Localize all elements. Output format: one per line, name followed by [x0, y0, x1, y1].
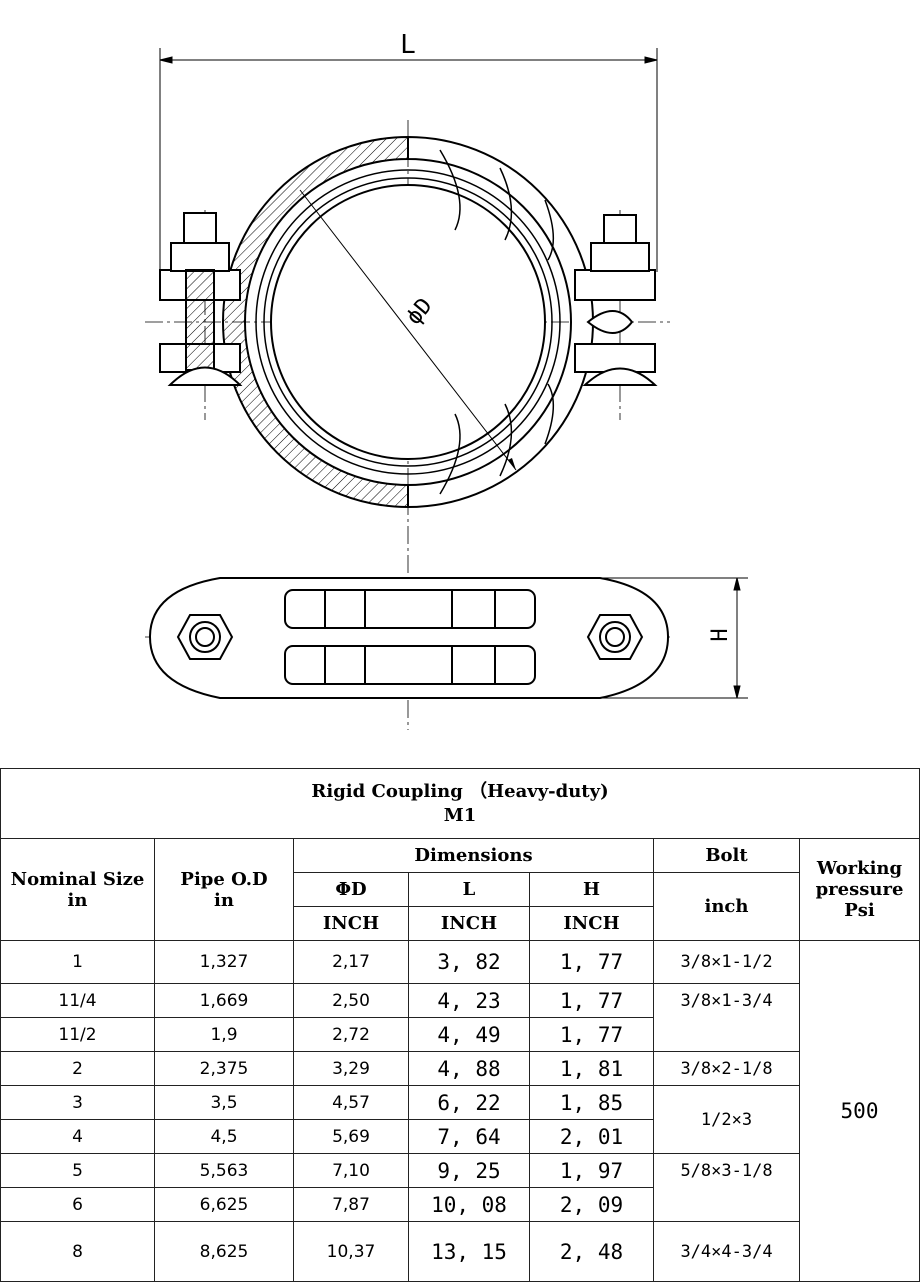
- bolt-cell: 3/8×1-1/2: [653, 940, 800, 984]
- housing-half-right: [407, 135, 594, 509]
- table-row: 1 1,327 2,17 3, 82 1, 77 3/8×1-1/2 500: [0, 940, 920, 1282]
- length-label: L: [400, 30, 416, 60]
- bolt-assembly-right: [574, 214, 658, 386]
- bolt-cell: 3/8×1-3/4: [653, 983, 800, 1018]
- table-row: 3 3,5 4,57 6, 22 1, 85 1/2×3: [0, 1085, 920, 1154]
- table-row: 11/2 1,9 2,72 4, 49 1, 77: [0, 1017, 920, 1052]
- table-row: 5 5,563 7,10 9, 25 1, 97 5/8×3-1/8: [0, 1153, 920, 1188]
- header-bolt: Bolt: [653, 838, 800, 873]
- header-working-pressure: Working pressure Psi: [798, 838, 920, 941]
- table-row: 4 4,5 5,69 7, 64 2, 01: [0, 1119, 920, 1154]
- table-title-line1: Rigid Coupling （Heavy-duty): [311, 780, 609, 802]
- table-title-line2: M1: [443, 804, 477, 826]
- table-row: 8 8,625 10,37 13, 15 2, 48 3/4×4-3/4: [0, 1221, 920, 1282]
- bolt-cell: 3/4×4-3/4: [653, 1221, 800, 1282]
- pipe-outline: [270, 184, 546, 460]
- table-row: 6 6,625 7,87 10, 08 2, 09: [0, 1187, 920, 1222]
- working-pressure-value: 500: [798, 940, 920, 1282]
- coupling-side-view: [148, 577, 670, 699]
- coupling-drawing: L ϕD: [145, 30, 748, 730]
- bolt-cell: 5/8×3-1/8: [653, 1153, 800, 1188]
- table-row: 11/4 1,669 2,50 4, 23 1, 77 3/8×1-3/4: [0, 983, 920, 1018]
- header-unit-l: INCH: [408, 906, 530, 941]
- header-h: H: [529, 872, 654, 907]
- coupling-front-view: [222, 135, 594, 509]
- header-bolt-unit: inch: [653, 872, 800, 941]
- bolt-assembly-left: [159, 212, 243, 386]
- height-label: H: [708, 628, 733, 641]
- header-unit-h: INCH: [529, 906, 654, 941]
- bolt-cell: 3/8×2-1/8: [653, 1051, 800, 1086]
- height-dimension: [560, 577, 748, 699]
- header-phi-d: ΦD: [293, 872, 409, 907]
- header-unit-d: INCH: [293, 906, 409, 941]
- header-l: L: [408, 872, 530, 907]
- bolt-cell-empty: [653, 1187, 800, 1222]
- length-dimension: [159, 48, 658, 272]
- bolt-cell: 1/2×3: [653, 1085, 800, 1154]
- header-dimensions: Dimensions: [293, 838, 654, 873]
- table-title: Rigid Coupling （Heavy-duty) M1: [0, 768, 920, 839]
- table-row: 2 2,375 3,29 4, 88 1, 81 3/8×2-1/8: [0, 1051, 920, 1086]
- bolt-cell-empty: [653, 1017, 800, 1052]
- header-nominal-size: Nominal Size in: [0, 838, 155, 941]
- header-pipe-od: Pipe O.D in: [154, 838, 294, 941]
- specification-table: Rigid Coupling （Heavy-duty) M1 Nominal S…: [0, 768, 920, 1282]
